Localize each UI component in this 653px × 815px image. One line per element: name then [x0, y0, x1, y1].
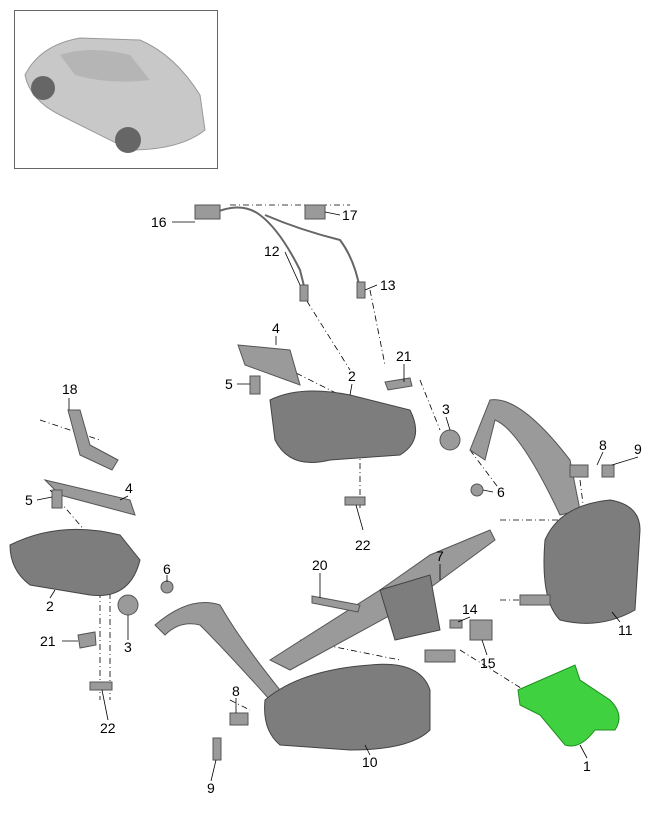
- label-2-left[interactable]: 2: [46, 598, 54, 614]
- part-5-stud[interactable]: [249, 375, 261, 395]
- part-22-bracket[interactable]: [344, 496, 366, 506]
- part-9-bolt[interactable]: [212, 737, 222, 761]
- label-3[interactable]: 3: [442, 401, 450, 417]
- part-12-oxygen-sensor[interactable]: [299, 284, 309, 302]
- label-4[interactable]: 4: [272, 320, 280, 336]
- label-2[interactable]: 2: [348, 368, 356, 384]
- label-18[interactable]: 18: [62, 381, 78, 397]
- part-16-bracket[interactable]: [194, 204, 221, 220]
- part-6-nut-left[interactable]: [160, 580, 174, 594]
- part-11-rear-silencer[interactable]: [543, 499, 641, 624]
- exhaust-pipe-right[interactable]: [469, 399, 581, 516]
- label-4-left[interactable]: 4: [125, 480, 133, 496]
- label-3-left[interactable]: 3: [124, 639, 132, 655]
- label-8-left[interactable]: 8: [232, 683, 240, 699]
- label-15[interactable]: 15: [480, 655, 496, 671]
- part-1-tailpipe-highlighted[interactable]: [517, 664, 620, 747]
- part-21-bolt[interactable]: [384, 377, 413, 391]
- label-5-left[interactable]: 5: [25, 492, 33, 508]
- label-9[interactable]: 9: [634, 441, 642, 457]
- label-12[interactable]: 12: [264, 243, 280, 259]
- part-17-bracket[interactable]: [304, 204, 326, 220]
- part-4-gasket-right[interactable]: [237, 344, 301, 386]
- part-3-gasket[interactable]: [439, 429, 461, 451]
- label-6[interactable]: 6: [497, 484, 505, 500]
- label-21-left[interactable]: 21: [40, 633, 56, 649]
- part-18-heat-shield[interactable]: [67, 409, 119, 471]
- vehicle-thumbnail[interactable]: [14, 10, 218, 169]
- label-1[interactable]: 1: [583, 758, 591, 774]
- label-16[interactable]: 16: [151, 214, 167, 230]
- part-6-nut[interactable]: [470, 483, 484, 497]
- label-8[interactable]: 8: [599, 437, 607, 453]
- label-20[interactable]: 20: [312, 557, 328, 573]
- part-15-rubber-mount[interactable]: [469, 619, 493, 641]
- tailpipe-stub[interactable]: [519, 594, 551, 606]
- label-9-left[interactable]: 9: [207, 780, 215, 796]
- label-13[interactable]: 13: [380, 277, 396, 293]
- label-10[interactable]: 10: [362, 754, 378, 770]
- label-5[interactable]: 5: [225, 376, 233, 392]
- label-11[interactable]: 11: [618, 622, 633, 638]
- front-pipe[interactable]: [154, 602, 281, 701]
- part-10-center-silencer[interactable]: [264, 663, 431, 751]
- label-22-left[interactable]: 22: [100, 720, 116, 736]
- part-2-manifold-right[interactable]: [269, 390, 417, 463]
- part-7-bracket-plate[interactable]: [379, 574, 441, 641]
- label-22[interactable]: 22: [355, 537, 371, 553]
- label-6-left[interactable]: 6: [163, 561, 171, 577]
- label-17[interactable]: 17: [342, 207, 358, 223]
- center-tailpipe[interactable]: [424, 649, 456, 663]
- label-21[interactable]: 21: [396, 348, 412, 364]
- label-7[interactable]: 7: [436, 548, 444, 564]
- part-8-clamp[interactable]: [569, 464, 589, 478]
- part-9-nut[interactable]: [601, 464, 615, 478]
- label-14[interactable]: 14: [462, 601, 478, 617]
- part-5-stud-left[interactable]: [51, 489, 63, 509]
- part-13-oxygen-sensor[interactable]: [356, 281, 366, 299]
- part-2-manifold-left[interactable]: [9, 528, 141, 597]
- part-14-bolt[interactable]: [449, 619, 463, 629]
- part-20-bolt[interactable]: [311, 595, 361, 613]
- part-22-bracket-left[interactable]: [89, 681, 113, 691]
- part-8-clamp-left[interactable]: [229, 712, 249, 726]
- part-3-gasket-left[interactable]: [117, 594, 139, 616]
- part-21-nut-left[interactable]: [77, 631, 97, 649]
